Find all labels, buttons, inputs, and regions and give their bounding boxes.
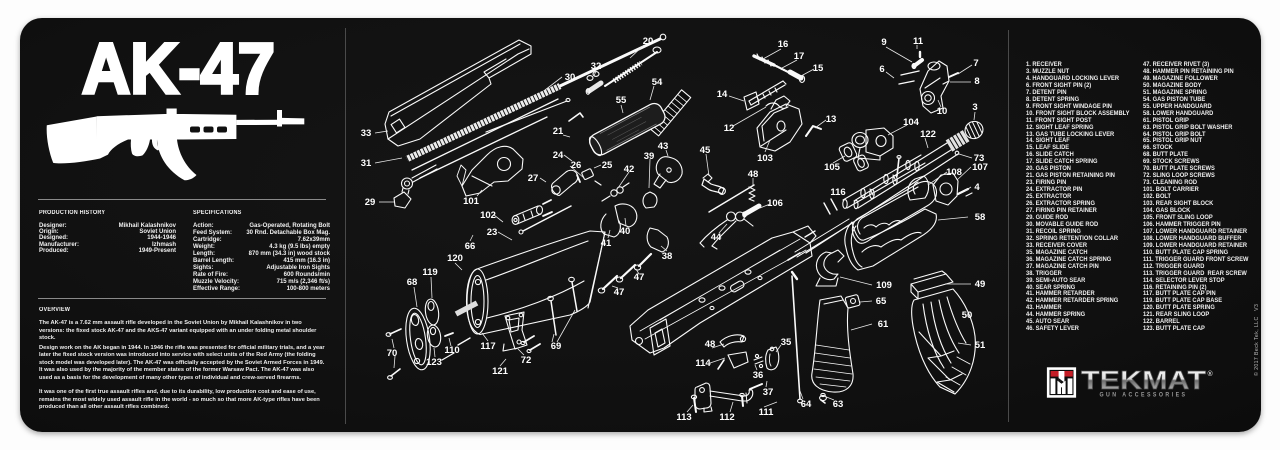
svg-text:73: 73 xyxy=(974,153,985,164)
svg-text:38: 38 xyxy=(662,251,673,262)
svg-text:36: 36 xyxy=(753,370,764,381)
svg-text:123: 123 xyxy=(426,357,442,368)
svg-text:61: 61 xyxy=(878,319,889,330)
svg-text:110: 110 xyxy=(444,345,459,356)
svg-text:32: 32 xyxy=(591,61,602,72)
svg-text:24: 24 xyxy=(553,150,564,161)
svg-text:7: 7 xyxy=(973,58,978,69)
svg-text:113: 113 xyxy=(676,412,691,423)
svg-text:48: 48 xyxy=(748,169,759,180)
svg-text:9: 9 xyxy=(881,37,886,48)
svg-text:68: 68 xyxy=(407,277,418,288)
svg-text:49: 49 xyxy=(975,279,986,290)
svg-text:26: 26 xyxy=(571,160,582,171)
svg-text:17: 17 xyxy=(794,51,805,62)
svg-text:3: 3 xyxy=(972,102,977,113)
svg-text:119: 119 xyxy=(422,267,437,278)
svg-text:122: 122 xyxy=(920,129,936,140)
svg-text:120: 120 xyxy=(447,253,463,264)
svg-text:10: 10 xyxy=(937,106,948,117)
svg-text:40: 40 xyxy=(620,226,631,237)
svg-text:112: 112 xyxy=(719,412,734,423)
svg-text:48: 48 xyxy=(705,339,716,350)
svg-text:109: 109 xyxy=(876,280,892,291)
svg-text:108: 108 xyxy=(946,167,962,178)
svg-text:20: 20 xyxy=(643,36,654,47)
svg-text:63: 63 xyxy=(833,399,844,410)
svg-text:47: 47 xyxy=(614,287,625,298)
svg-text:39: 39 xyxy=(644,151,655,162)
svg-text:35: 35 xyxy=(781,337,792,348)
svg-text:6: 6 xyxy=(879,64,884,75)
svg-text:14: 14 xyxy=(717,89,728,100)
svg-text:27: 27 xyxy=(528,173,539,184)
svg-text:114: 114 xyxy=(695,358,711,369)
svg-text:55: 55 xyxy=(616,95,627,106)
svg-text:50: 50 xyxy=(962,310,973,321)
svg-text:37: 37 xyxy=(763,387,774,398)
svg-text:117: 117 xyxy=(480,341,495,352)
svg-text:54: 54 xyxy=(652,77,663,88)
svg-text:45: 45 xyxy=(700,145,711,156)
svg-text:72: 72 xyxy=(521,355,532,366)
svg-text:11: 11 xyxy=(913,36,924,47)
svg-text:12: 12 xyxy=(724,123,735,134)
svg-text:107: 107 xyxy=(972,162,988,173)
svg-text:TEKMAT: TEKMAT xyxy=(1081,365,1206,395)
svg-text:44: 44 xyxy=(711,232,722,243)
svg-text:13: 13 xyxy=(826,114,837,125)
svg-text:104: 104 xyxy=(903,117,920,128)
svg-text:105: 105 xyxy=(824,162,841,173)
svg-text:121: 121 xyxy=(492,366,509,377)
svg-text:106: 106 xyxy=(767,198,783,209)
svg-text:43: 43 xyxy=(658,141,669,152)
svg-text:41: 41 xyxy=(601,238,612,249)
svg-text:8: 8 xyxy=(974,76,979,87)
svg-text:65: 65 xyxy=(876,296,887,307)
svg-text:51: 51 xyxy=(975,340,986,351)
svg-text:31: 31 xyxy=(361,158,372,169)
svg-text:64: 64 xyxy=(801,399,812,410)
svg-text:69: 69 xyxy=(551,341,562,352)
svg-text:16: 16 xyxy=(778,39,789,50)
svg-text:70: 70 xyxy=(387,348,398,359)
svg-text:®: ® xyxy=(1208,370,1214,378)
svg-text:25: 25 xyxy=(602,160,613,171)
svg-text:101: 101 xyxy=(463,196,480,207)
svg-text:29: 29 xyxy=(365,197,376,208)
svg-text:111: 111 xyxy=(759,407,775,418)
svg-text:66: 66 xyxy=(465,241,476,252)
svg-text:47: 47 xyxy=(634,272,645,283)
svg-text:58: 58 xyxy=(975,212,986,223)
svg-text:102: 102 xyxy=(480,210,496,221)
svg-text:42: 42 xyxy=(624,164,635,175)
svg-text:30: 30 xyxy=(565,72,576,83)
svg-text:103: 103 xyxy=(757,153,773,164)
svg-text:33: 33 xyxy=(361,128,372,139)
svg-text:21: 21 xyxy=(553,126,564,137)
svg-text:GUN ACCESSORIES: GUN ACCESSORIES xyxy=(1100,392,1188,399)
svg-text:4: 4 xyxy=(974,182,980,193)
svg-text:116: 116 xyxy=(830,187,845,198)
svg-text:23: 23 xyxy=(487,227,498,238)
svg-text:15: 15 xyxy=(813,63,824,74)
